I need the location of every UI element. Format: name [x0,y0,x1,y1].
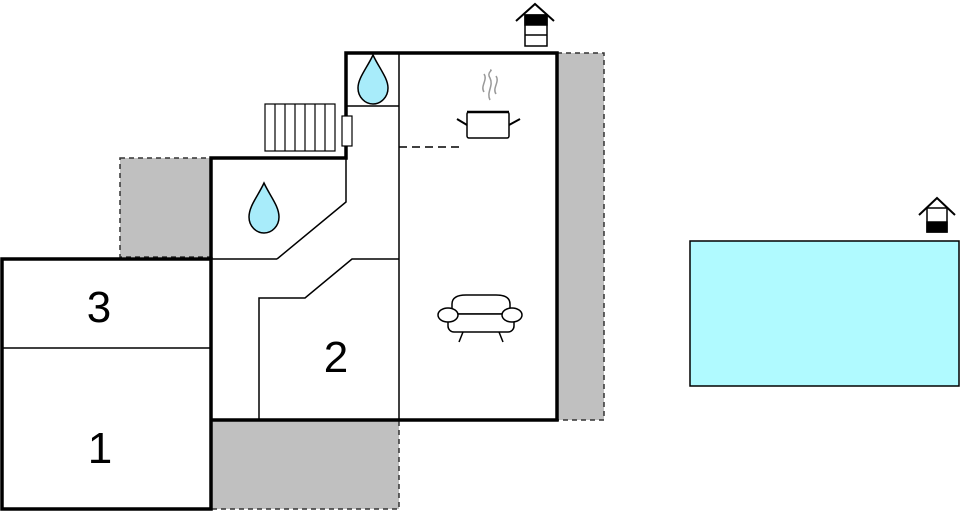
terrace-bottom [210,419,400,510]
floor-level-house-icon [918,196,956,233]
room-3-label: 3 [87,283,111,332]
floor-level-house-icon [515,2,555,47]
terrace-right [556,52,605,421]
wall-room-2 [258,258,399,420]
wall-main-block [209,51,559,422]
armchair-icon [437,294,523,343]
wall-bathroom-diagonal [276,150,347,260]
staircase-icon [264,103,336,152]
room-2-label: 2 [324,333,348,382]
terraces [119,52,605,510]
water-drop-icon [357,53,389,105]
swimming-pool [689,240,960,387]
terrace-upper-left [119,157,212,258]
door-marker [341,115,353,147]
exterior-walls [0,51,559,511]
room-1-label: 1 [88,424,112,473]
cooking-pot-icon [456,69,521,139]
water-drop-icon [248,181,280,234]
wall-left-block [0,257,213,511]
interior-walls [2,53,460,420]
